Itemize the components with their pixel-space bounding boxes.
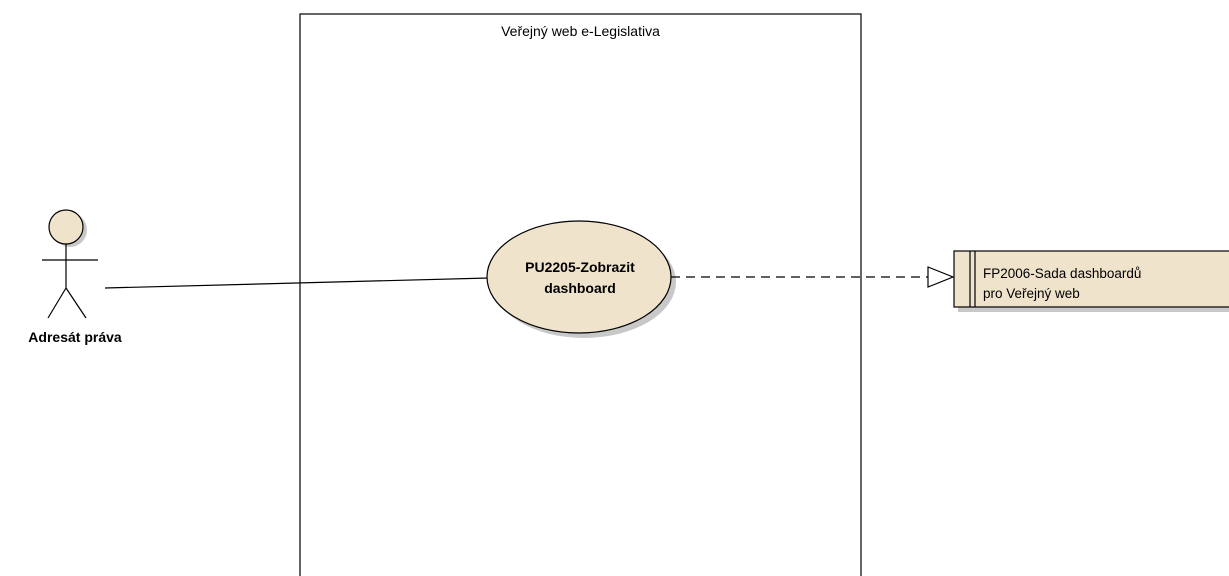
actor-left-leg — [47, 287, 67, 319]
actor-right-leg — [65, 287, 87, 319]
use-case-label-line2: dashboard — [544, 280, 616, 296]
boundary-title: Veřejný web e-Legislativa — [501, 23, 660, 39]
association-line[interactable] — [104, 277, 490, 289]
feature-label: FP2006-Sada dashboardů pro Veřejný web — [983, 264, 1223, 304]
actor-label: Adresát práva — [28, 329, 122, 345]
feature-label-line1: FP2006-Sada dashboardů — [983, 266, 1142, 281]
feature-label-line2: pro Veřejný web — [983, 286, 1080, 301]
actor-head — [48, 209, 84, 245]
use-case-label-line1: PU2205-Zobrazit — [525, 259, 635, 275]
use-case-label: PU2205-Zobrazit dashboard — [487, 257, 673, 299]
actor-figure[interactable] — [42, 209, 98, 319]
realization-arrowhead — [927, 266, 955, 288]
feature-box[interactable] — [953, 250, 1229, 308]
